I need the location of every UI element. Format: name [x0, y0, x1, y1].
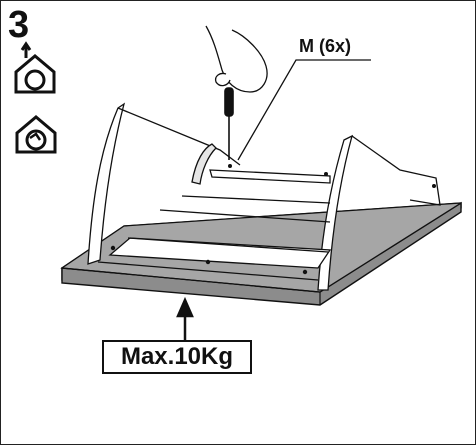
max-weight-label: Max.10Kg	[102, 340, 252, 374]
step-number: 3	[8, 4, 30, 46]
load-arrow	[176, 296, 194, 340]
screwdriver-icon	[224, 87, 234, 160]
house-clockwise-icon	[14, 41, 56, 94]
part-label: M (6x)	[299, 36, 352, 56]
screw-markers	[110, 164, 436, 275]
cabinet-frame	[87, 102, 441, 291]
hand-icon	[205, 25, 268, 93]
part-pointer	[237, 59, 371, 161]
house-counterclockwise-icon	[15, 115, 57, 154]
